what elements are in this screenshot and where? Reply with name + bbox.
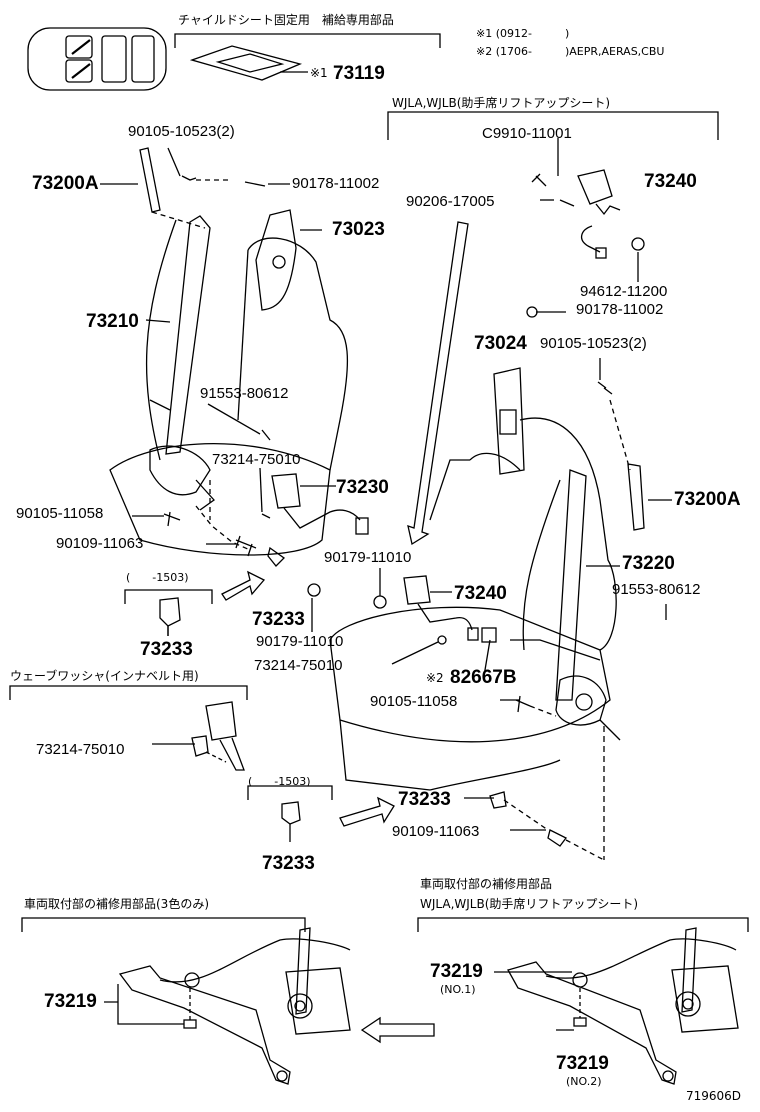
part-90105-10523-a[interactable]: 90105-10523(2): [128, 123, 235, 140]
repair-left-header: 車両取付部の補修用部品(3色のみ): [24, 897, 209, 911]
part-90179-11010-b[interactable]: 90179-11010: [256, 633, 344, 650]
part-90105-11058-b[interactable]: 90105-11058: [370, 693, 458, 710]
repair-left-diagram: [104, 927, 351, 1085]
arrow-right-group: [339, 796, 395, 827]
part-73219-b[interactable]: 73219: [430, 961, 483, 982]
repair-right-header-1: 車両取付部の補修用部品: [420, 877, 553, 891]
part-73214-75010-b[interactable]: 73214-75010: [254, 657, 343, 674]
bracket-lines: [9, 33, 749, 932]
part-91553-80612-a[interactable]: 91553-80612: [200, 385, 289, 402]
part-73200a-b[interactable]: 73200A: [674, 489, 741, 510]
right-seat-belt: [510, 381, 645, 741]
part-73220[interactable]: 73220: [622, 553, 675, 574]
repair-right-diagram: [494, 927, 739, 1085]
vehicle-seat-layout-icon: [27, 27, 167, 91]
part-91553-80612-b[interactable]: 91553-80612: [612, 581, 701, 598]
part-90206-17005[interactable]: 90206-17005: [406, 193, 495, 210]
part-73210[interactable]: 73210: [86, 311, 139, 332]
part-73240-b[interactable]: 73240: [454, 583, 507, 604]
right-buckle-lower: [373, 575, 567, 847]
range-1503-b: ( -1503): [248, 775, 311, 788]
leader-lines: [100, 138, 672, 842]
child-seat-header: チャイルドシート固定用 補給専用部品: [178, 13, 394, 27]
wave-washer-assembly: [191, 701, 245, 771]
part-73233-d[interactable]: 73233: [262, 853, 315, 874]
part-73024[interactable]: 73024: [474, 333, 527, 354]
right-seat-outline: [329, 367, 617, 791]
part-90178-11002-b[interactable]: 90178-11002: [576, 301, 664, 318]
part-73214-75010-a[interactable]: 73214-75010: [212, 451, 301, 468]
left-seat-outline: [109, 209, 348, 556]
part-82667b[interactable]: 82667B: [450, 667, 517, 688]
part-73200a-a[interactable]: 73200A: [32, 173, 99, 194]
part-73119[interactable]: 73119: [333, 63, 385, 84]
part-90109-11063-a[interactable]: 90109-11063: [56, 535, 144, 552]
part-73233-b[interactable]: 73233: [252, 609, 305, 630]
repair-right-header-2: WJLA,WJLB(助手席リフトアップシート): [420, 897, 639, 911]
part-90105-10523-b[interactable]: 90105-10523(2): [540, 335, 647, 352]
right-dashed-lines: [503, 705, 605, 861]
part-73230[interactable]: 73230: [336, 477, 389, 498]
mark-73119: ※1: [310, 66, 328, 80]
mark-82667b: ※2: [426, 671, 444, 685]
hollow-arrow-left: [360, 1016, 435, 1044]
diagram-code: 719606D: [686, 1089, 742, 1103]
part-73219-c[interactable]: 73219: [556, 1053, 609, 1074]
wave-washer-header: ウェーブワッシャ(インナベルト用): [10, 669, 199, 683]
left-buckle: [261, 429, 369, 535]
child-seat-anchor-plate: [189, 45, 308, 81]
left-seat-belt: [139, 147, 266, 511]
part-94612-11200[interactable]: 94612-11200: [580, 283, 668, 300]
note-2: ※2 (1706- )AEPR,AERAS,CBU: [476, 45, 665, 58]
part-73219-a[interactable]: 73219: [44, 991, 97, 1012]
wjla-top-header: WJLA,WJLB(助手席リフトアップシート): [392, 96, 611, 110]
part-73219-c-sub: (NO.2): [566, 1075, 602, 1088]
arrow-left-group: [221, 570, 266, 601]
part-c9910-11001[interactable]: C9910-11001: [482, 125, 572, 142]
part-90105-11058-a[interactable]: 90105-11058: [16, 505, 104, 522]
part-90179-11010-a[interactable]: 90179-11010: [324, 549, 412, 566]
part-73240-a[interactable]: 73240: [644, 171, 697, 192]
long-arrow-down: [407, 221, 469, 546]
part-90109-11063-b[interactable]: 90109-11063: [392, 823, 480, 840]
range-1503-a: ( -1503): [126, 571, 189, 584]
part-73023[interactable]: 73023: [332, 219, 385, 240]
right-buckle-upper: [526, 169, 645, 318]
part-73233-c[interactable]: 73233: [398, 789, 451, 810]
note-1: ※1 (0912- ): [476, 27, 570, 40]
part-90178-11002-a[interactable]: 90178-11002: [292, 175, 380, 192]
part-73233-a[interactable]: 73233: [140, 639, 193, 660]
part-73214-75010-c[interactable]: 73214-75010: [36, 741, 125, 758]
part-73219-b-sub: (NO.1): [440, 983, 476, 996]
left-fasteners: [163, 480, 321, 597]
